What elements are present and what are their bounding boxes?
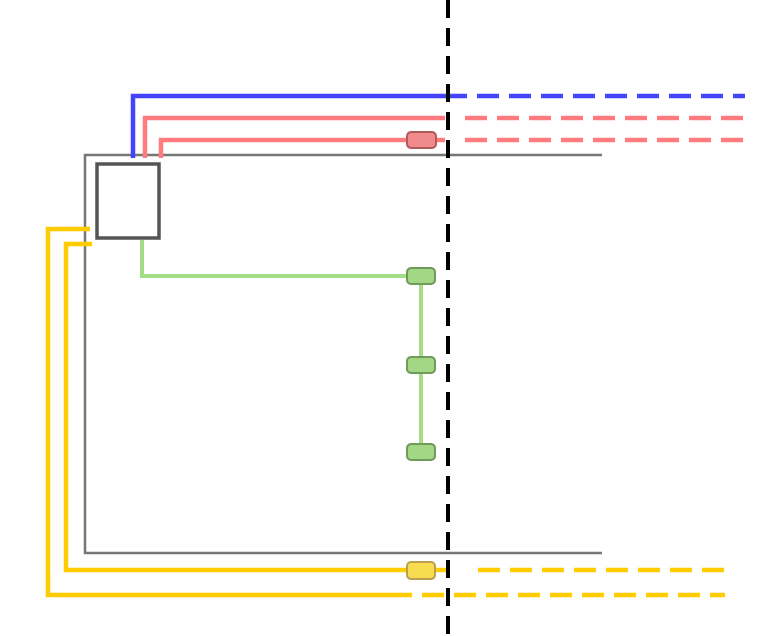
red-node[interactable] — [406, 131, 437, 149]
green-wire — [140, 240, 420, 278]
yellow-wire-1 — [45, 226, 390, 598]
green-node-2[interactable] — [406, 356, 436, 374]
yellow-wire-2 — [63, 241, 448, 573]
green-node-1[interactable] — [406, 267, 436, 285]
green-node-3[interactable] — [406, 443, 436, 461]
blue-wire — [130, 93, 445, 158]
yellow-node[interactable] — [406, 561, 436, 580]
gray-outline — [83, 153, 602, 555]
red-wire-2 — [158, 137, 445, 158]
red-wire-1 — [142, 115, 445, 158]
component-box — [95, 162, 161, 240]
